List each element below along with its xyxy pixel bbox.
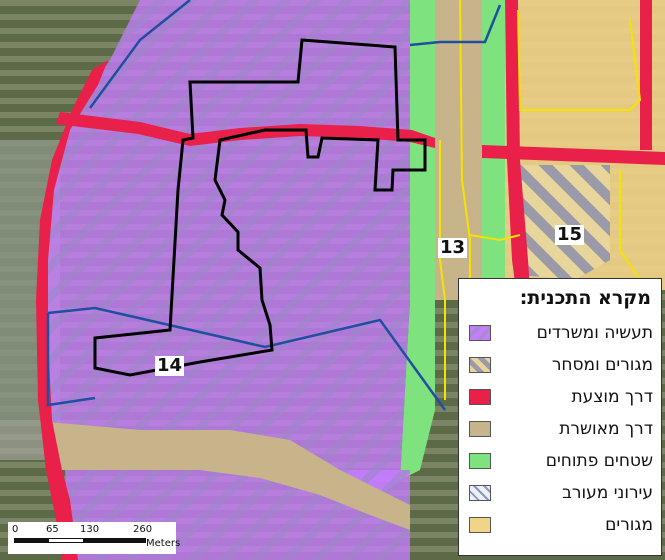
mixed-urban-swatch (469, 485, 491, 501)
legend-label: מגורים (605, 515, 653, 535)
legend-label: דרך מוצעת (571, 387, 654, 407)
scale-segment-2 (48, 538, 84, 543)
residential-outline-3 (517, 9, 642, 111)
open-space-swatch (469, 453, 491, 469)
residential-outline-4 (619, 170, 641, 281)
legend-title: מקרא התכנית: (519, 287, 651, 309)
proposed-road-vertical-east (505, 0, 530, 290)
residential-commercial-swatch (469, 357, 491, 373)
scale-segment-1 (14, 538, 48, 543)
scale-tick-260: 260 (133, 524, 153, 535)
proposed-road-west-curve (36, 60, 108, 560)
planning-boundary-blue-west (46, 313, 96, 407)
legend-label: מגורים ומסחר (551, 355, 653, 375)
legend-item-open-space: שטחים פתוחים (465, 447, 653, 475)
zone-label-14: 14 (155, 355, 185, 376)
scale-tick-65: 65 (46, 524, 59, 535)
industry-swatch (469, 325, 491, 341)
plan-boundary-black (93, 38, 427, 377)
scale-tick-130: 130 (80, 524, 100, 535)
residential-commercial-zone (520, 165, 610, 280)
legend-item-approved-road: דרך מאושרת (465, 415, 653, 443)
open-space-strip-east (482, 0, 505, 280)
zone-label-13: 13 (438, 237, 468, 258)
proposed-road-horizontal-east (482, 145, 665, 165)
map-legend: מקרא התכנית: תעשיה ומשרדים מגורים ומסחר … (458, 278, 662, 556)
legend-label: שטחים פתוחים (545, 451, 653, 471)
proposed-road-swatch (469, 389, 491, 405)
proposed-road-vertical-far-east (640, 0, 652, 150)
legend-item-industry: תעשיה ומשרדים (465, 319, 653, 347)
legend-item-residential: מגורים (465, 511, 653, 539)
legend-label: עירוני מעורב (562, 483, 653, 503)
legend-item-mixed-urban: עירוני מעורב (465, 479, 653, 507)
residential-outline-1 (459, 0, 471, 280)
legend-item-proposed-road: דרך מוצעת (465, 383, 653, 411)
residential-outline-2 (439, 140, 446, 400)
legend-label: דרך מאושרת (559, 419, 653, 439)
scale-tick-0: 0 (12, 524, 19, 535)
proposed-road-horizontal-north (56, 112, 435, 148)
legend-item-residential-commercial: מגורים ומסחר (465, 351, 653, 379)
planning-boundary-blue-north (88, 0, 191, 109)
residential-swatch (469, 517, 491, 533)
scale-unit: Meters (146, 538, 181, 549)
approved-road-horizontal (48, 422, 410, 530)
legend-label: תעשיה ומשרדים (536, 323, 653, 343)
planning-boundary-blue-east (409, 4, 502, 47)
zone-label-15: 15 (555, 224, 585, 245)
scale-segment-3 (84, 538, 146, 543)
scale-bar: 0 65 130 260 Meters (8, 522, 180, 554)
planning-boundary-blue-south (47, 306, 447, 411)
approved-road-swatch (469, 421, 491, 437)
residential-outline-5 (469, 234, 521, 242)
